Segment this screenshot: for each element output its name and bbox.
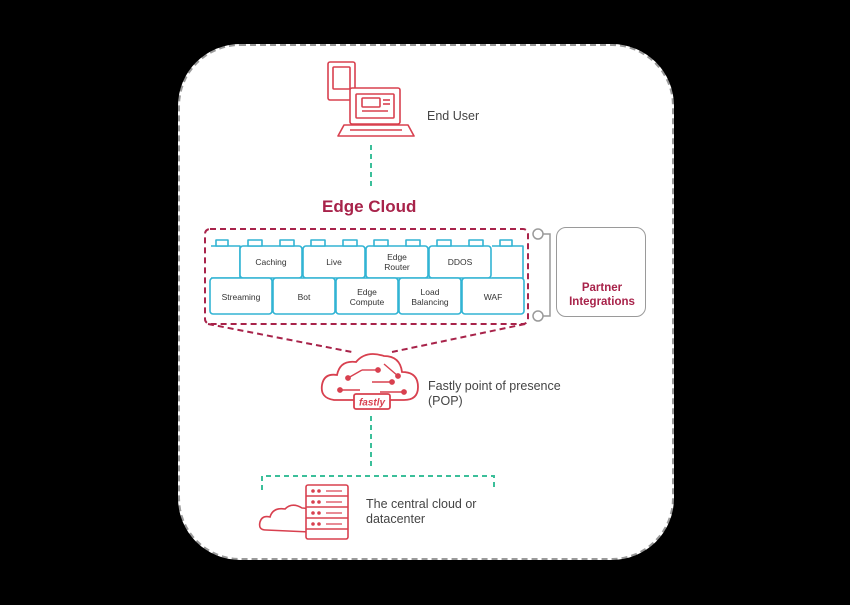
edge-blocks xyxy=(209,239,525,315)
fastly-logo-text: fastly xyxy=(359,398,386,409)
fastly-logo-box xyxy=(353,393,391,410)
block-label-bot: Bot xyxy=(297,292,311,302)
partner-integrations-label: Partner Integrations xyxy=(569,282,635,308)
fastly-cloud-icon xyxy=(320,353,419,410)
partner-bracket xyxy=(532,228,551,322)
partner-integrations-box: Partner Integrations xyxy=(556,227,646,317)
block-bot xyxy=(272,277,336,315)
block-edge-compute xyxy=(335,277,399,315)
block-label-waf: WAF xyxy=(483,292,503,302)
block-streaming xyxy=(209,277,273,315)
block-load-balancing xyxy=(398,277,462,315)
block-label-ddos: DDOS xyxy=(447,257,473,267)
edge-cloud-funnel xyxy=(207,323,526,353)
datacenter-label: The central cloud or datacenter xyxy=(366,497,477,526)
server-icon xyxy=(258,484,349,540)
edge-cloud-container xyxy=(204,228,529,325)
pop-label: Fastly point of presence (POP) xyxy=(428,379,561,408)
edge-cloud-title: Edge Cloud xyxy=(322,197,417,216)
block-label-streaming: Streaming xyxy=(221,292,261,302)
end-user-label: End User xyxy=(427,109,480,123)
block-waf xyxy=(461,277,525,315)
block-label-live: Live xyxy=(326,257,342,267)
connector-datacenter-bracket xyxy=(261,475,495,490)
laptop-icon xyxy=(327,61,415,137)
block-label-caching: Caching xyxy=(255,257,287,267)
